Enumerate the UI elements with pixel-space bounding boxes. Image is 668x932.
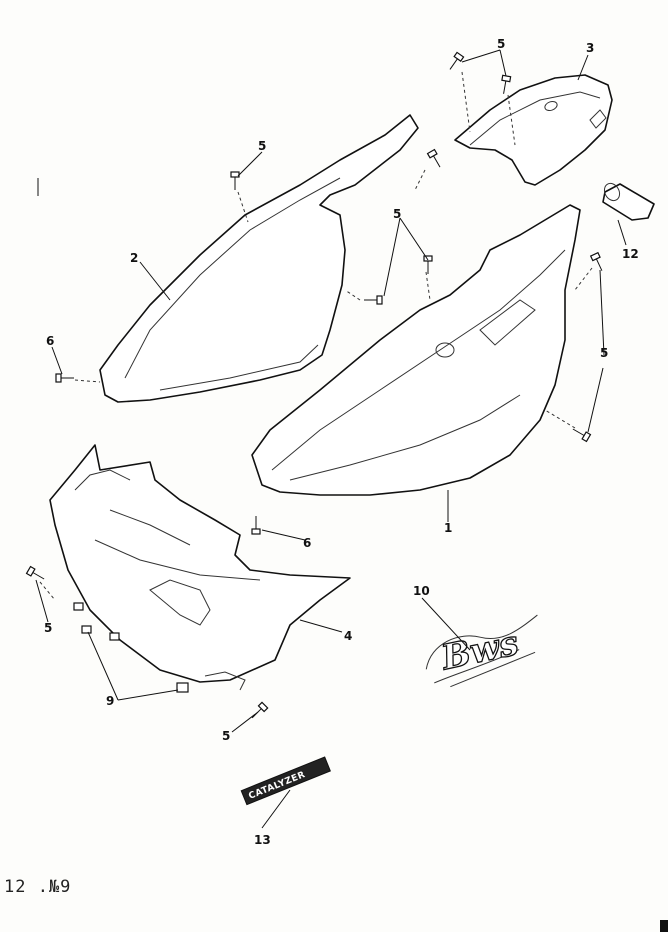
part-3-tail-cover (454, 74, 613, 186)
screw-icon (589, 251, 603, 271)
callout-4: 4 (344, 629, 352, 643)
part-12-grip (602, 182, 655, 221)
part-10-bws-decal: Bws (425, 614, 538, 688)
callout-5: 5 (497, 37, 505, 51)
clip (81, 625, 92, 634)
callout-9: 9 (106, 694, 114, 708)
callout-1: 1 (444, 521, 452, 535)
part-13-catalyzer-decal: CATALYZER (240, 756, 331, 806)
screw-icon (449, 51, 465, 70)
clip (73, 602, 84, 611)
screw-icon (364, 295, 383, 305)
clip (109, 632, 120, 641)
callout-2: 2 (130, 251, 138, 265)
callout-5: 5 (222, 729, 230, 743)
clip (176, 682, 189, 693)
callout-5: 5 (258, 139, 266, 153)
screw-icon (251, 701, 269, 719)
part-9-clips (73, 602, 189, 693)
screws (25, 51, 603, 719)
callout-6: 6 (303, 536, 311, 550)
part-1-side-cover-right (251, 204, 581, 496)
screw-icon (572, 428, 592, 443)
callout-10: 10 (413, 584, 430, 598)
alignment-lines (39, 71, 593, 601)
callout-13: 13 (254, 833, 271, 847)
callout-5: 5 (393, 207, 401, 221)
callout-6: 6 (46, 334, 54, 348)
callout-5: 5 (44, 621, 52, 635)
screw-icon (55, 373, 74, 383)
callout-5: 5 (600, 346, 608, 360)
screw-icon (230, 171, 240, 190)
leader-lines (35, 49, 627, 829)
bws-logo-text: Bws (437, 623, 522, 678)
callouts: 1 2 3 4 5 5 5 5 5 5 6 6 9 10 12 13 (44, 37, 639, 847)
corner-code: 12 .№9 (4, 877, 71, 897)
callout-3: 3 (586, 41, 594, 55)
screw-icon (25, 565, 45, 580)
part-4-lower-cover (49, 444, 351, 691)
screw-icon (426, 148, 441, 168)
callout-12: 12 (622, 247, 639, 261)
screw-icon (501, 74, 512, 94)
corner-mark (660, 920, 668, 932)
part-2-side-cover-left (99, 114, 419, 403)
screw-icon (251, 516, 261, 535)
screw-icon (423, 255, 433, 274)
